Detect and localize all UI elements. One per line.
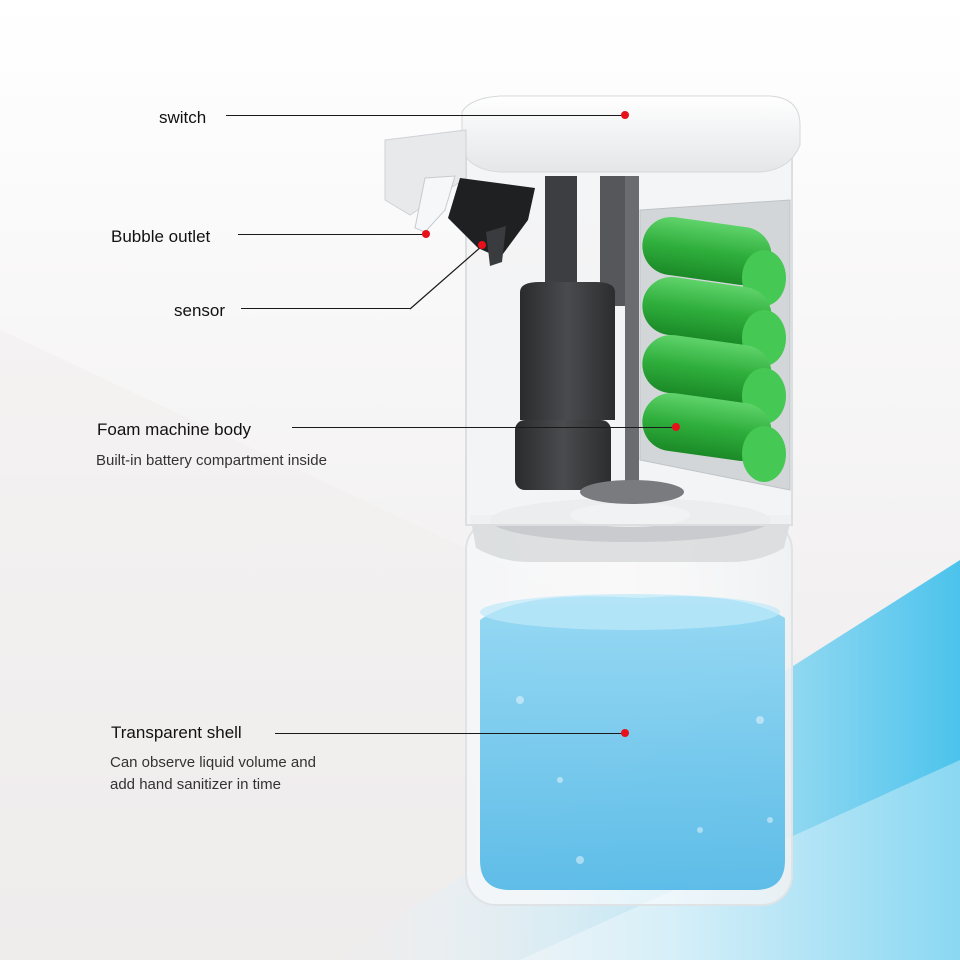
callout-switch-title: switch — [159, 108, 207, 127]
callout-sensor-title: sensor — [174, 301, 226, 320]
callout-transparent-shell-title: Transparent shell — [111, 723, 242, 742]
callout-transparent-shell-line — [275, 733, 625, 734]
callout-bubble-outlet-title: Bubble outlet — [111, 227, 211, 246]
callout-switch-line — [226, 115, 626, 116]
callout-transparent-shell-description-line2: add hand sanitizer in time — [110, 776, 281, 793]
callout-foam-machine-body-description: Built-in battery compartment inside — [96, 452, 327, 469]
callout-transparent-shell-description-line1: Can observe liquid volume and — [110, 754, 316, 771]
callout-sensor-line — [241, 308, 410, 309]
callout-foam-machine-body-marker — [672, 423, 680, 431]
callout-foam-machine-body-title: Foam machine body — [97, 420, 252, 439]
sensor-leader-diagonal — [409, 245, 483, 310]
callout-foam-machine-body-line — [292, 427, 676, 428]
callout-sensor-marker — [478, 241, 486, 249]
callout-switch-marker — [621, 111, 629, 119]
callout-transparent-shell-marker — [621, 729, 629, 737]
callout-bubble-outlet-marker — [422, 230, 430, 238]
callout-bubble-outlet-line — [238, 234, 426, 235]
